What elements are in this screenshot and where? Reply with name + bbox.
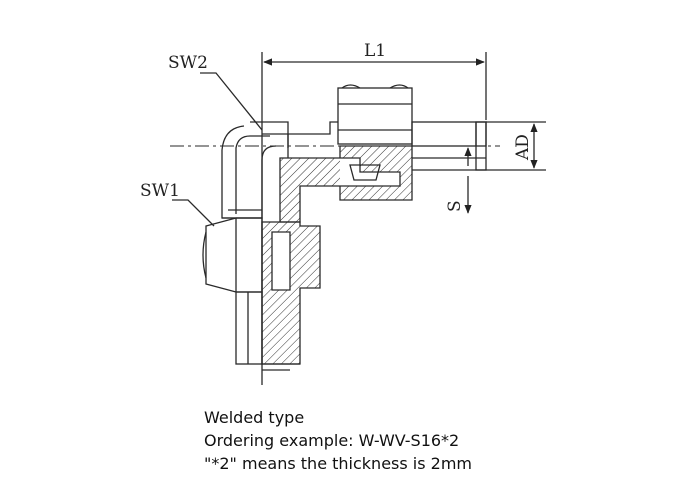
caption-line-2: Ordering example: W-WV-S16*2 — [204, 431, 460, 450]
caption-line-3: "*2" means the thickness is 2mm — [204, 454, 473, 473]
sw2-leader — [200, 72, 263, 131]
vertical-nut — [205, 217, 263, 293]
label-l1: L1 — [364, 41, 386, 61]
horizontal-body — [262, 121, 338, 135]
elbow-body — [221, 125, 277, 219]
horizontal-nut — [337, 87, 413, 145]
caption-line-1: Welded type — [204, 408, 305, 427]
sw1-leader — [172, 199, 215, 227]
horizontal-tube — [411, 121, 487, 147]
vertical-section — [261, 221, 321, 365]
vertical-tube — [235, 291, 263, 365]
label-s: S — [445, 200, 465, 212]
caption-block: Welded type Ordering example: W-WV-S16*2… — [204, 406, 472, 475]
fitting-drawing: L1 SW2 SW1 AD S — [140, 41, 546, 385]
label-sw1: SW1 — [140, 181, 180, 201]
label-ad: AD — [513, 134, 533, 161]
label-sw2: SW2 — [168, 53, 208, 73]
